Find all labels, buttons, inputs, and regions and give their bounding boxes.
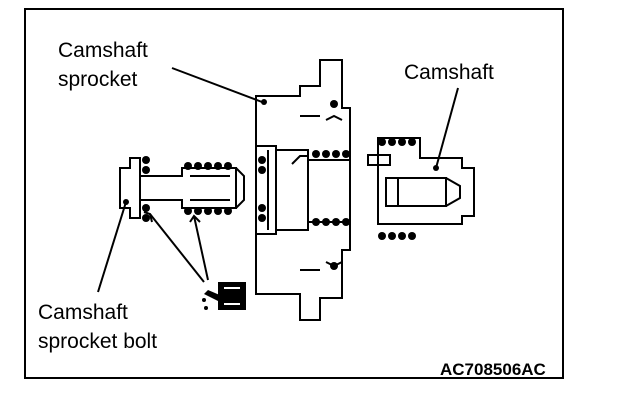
sprocket-outline [255, 59, 351, 321]
figure-code: AC708506AC [440, 360, 546, 379]
leader-oil-1 [149, 213, 205, 283]
camshaft-bolt-hole [385, 177, 447, 207]
bolt-shank [140, 167, 237, 209]
sprocket-inner-bore [307, 159, 351, 223]
leader-oil-2 [193, 215, 209, 281]
leader-bolt [97, 201, 127, 293]
label-camshaft: Camshaft [404, 61, 494, 84]
oil-application-marks [123, 99, 439, 270]
sprocket-center [275, 149, 309, 231]
label-camshaft-sprocket: Camshaft sprocket [58, 39, 148, 91]
camshaft-dowel [367, 154, 391, 166]
oil-can-icon [202, 282, 246, 310]
leader-camshaft [435, 87, 459, 169]
leader-sprocket [171, 67, 263, 103]
camshaft-body [377, 137, 475, 225]
label-camshaft-sprocket-bolt: Camshaft sprocket bolt [38, 301, 158, 353]
